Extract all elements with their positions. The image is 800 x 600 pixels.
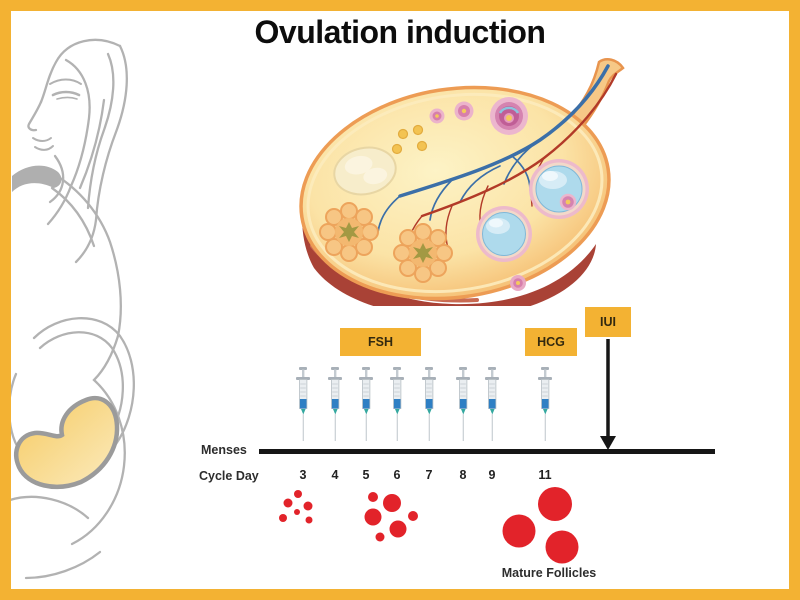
cycle-day-number: 5 [362, 468, 370, 482]
follicle-circle [545, 530, 579, 564]
antral-follicle-center [476, 206, 532, 262]
follicle-circle [294, 490, 302, 498]
syringe-icon [359, 367, 373, 441]
secondary-follicle [490, 97, 528, 135]
syringe-icon [328, 367, 342, 441]
follicle-circle [368, 492, 378, 502]
follicle-circle [408, 511, 418, 521]
follicle-circle [389, 520, 407, 538]
follicle-circle [375, 532, 385, 542]
timeline-axis [259, 449, 715, 454]
follicle-circle [279, 514, 287, 522]
corpus-luteum-center [393, 223, 453, 283]
pregnant-woman-silhouette [8, 38, 135, 580]
syringe-icon [422, 367, 436, 441]
cycle-day-number: 6 [393, 468, 401, 482]
cycle-day-label: Cycle Day [199, 469, 259, 483]
follicle-circle [502, 514, 536, 548]
syringe-icon [538, 367, 552, 441]
shoulder-shape [12, 165, 62, 192]
syringe-icon [296, 367, 310, 441]
corpus-albicans [333, 146, 397, 196]
follicle-circle [364, 508, 382, 526]
follicle-circle [305, 516, 313, 524]
syringe-icon [456, 367, 470, 441]
cycle-day-number: 9 [488, 468, 496, 482]
syringe-icon [390, 367, 404, 441]
cycle-day-number: 3 [299, 468, 307, 482]
syringe-icon [485, 367, 499, 441]
iui-label-box: IUI [585, 307, 631, 337]
cycle-day-number: 4 [331, 468, 339, 482]
ovulating-follicle [510, 275, 526, 291]
mature-follicles-label: Mature Follicles [501, 566, 597, 580]
cycle-day-number: 7 [425, 468, 433, 482]
primordial-follicles [391, 124, 428, 155]
follicle-circle [383, 494, 401, 512]
page-title: Ovulation induction [254, 14, 546, 50]
cycle-day-number: 8 [459, 468, 467, 482]
hcg-label-box: HCG [525, 328, 577, 356]
fsh-label-box: FSH [340, 328, 421, 356]
menses-label: Menses [201, 443, 247, 457]
ovary-illustration [299, 58, 625, 306]
follicle-circle [538, 487, 572, 521]
follicle-circle [303, 501, 313, 511]
follicle-circle [283, 498, 293, 508]
follicle-circle [294, 509, 300, 515]
antral-follicle-right [529, 159, 589, 219]
corpus-luteum-left [319, 202, 379, 262]
womb-heart-shape [14, 396, 120, 490]
primary-follicles [429, 101, 474, 124]
cycle-day-number: 11 [538, 468, 552, 482]
